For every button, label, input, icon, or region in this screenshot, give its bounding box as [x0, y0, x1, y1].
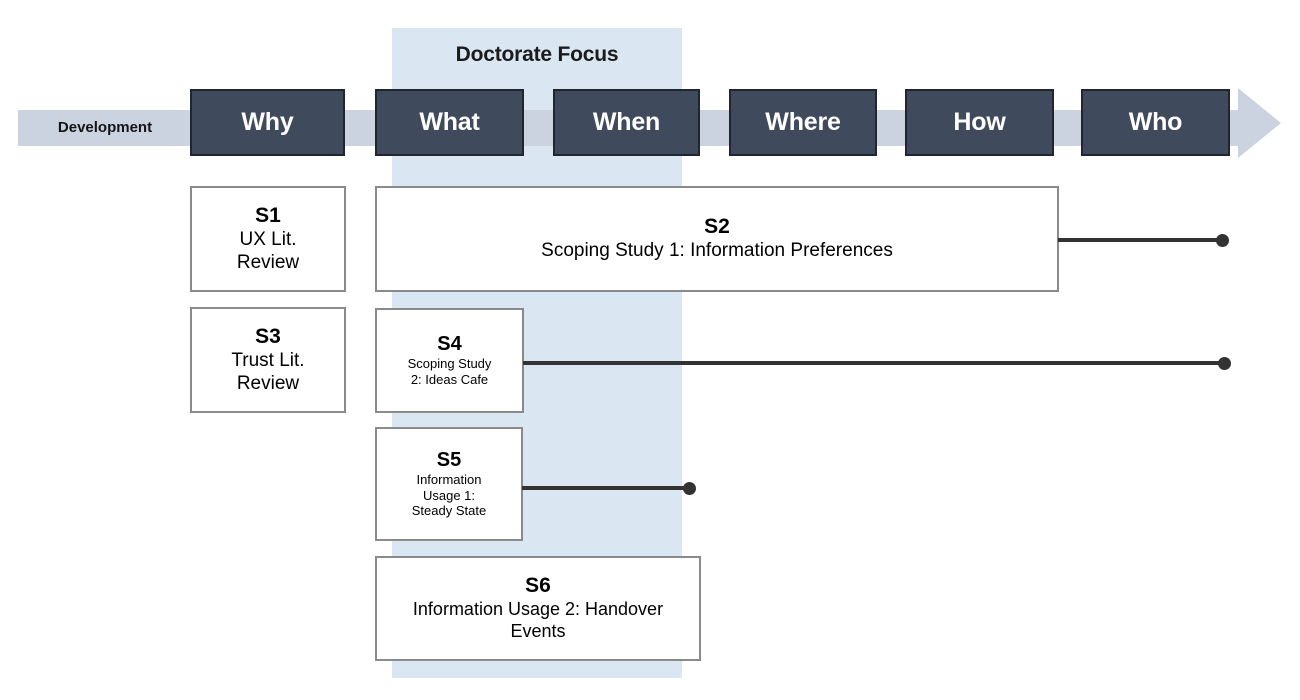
stage-box-label: Where	[765, 108, 841, 136]
study-id-label: S4	[437, 333, 462, 356]
connector-line-s5	[522, 486, 689, 490]
connector-line-s2	[1058, 238, 1222, 242]
doctorate-focus-label: Doctorate Focus	[455, 43, 619, 66]
connector-line-s4	[523, 361, 1224, 365]
study-description: Scoping Study 1: Information Preferences	[541, 240, 893, 262]
study-description: Trust Lit.Review	[231, 349, 305, 395]
development-axis-label: Development	[57, 119, 153, 136]
stage-box-who[interactable]: Who	[1081, 89, 1230, 156]
study-id-label: S1	[255, 203, 281, 227]
stage-box-what[interactable]: What	[375, 89, 524, 156]
stage-box-where[interactable]: Where	[729, 89, 877, 156]
development-arrow-head-icon	[1238, 88, 1281, 158]
study-id-label: S3	[255, 324, 281, 348]
connector-endpoint-s2	[1216, 234, 1229, 247]
stage-box-why[interactable]: Why	[190, 89, 345, 156]
stage-box-label: What	[419, 108, 480, 136]
stage-box-label: How	[953, 108, 1006, 136]
stage-box-when[interactable]: When	[553, 89, 700, 156]
stage-box-label: When	[592, 108, 661, 136]
connector-endpoint-s5	[683, 482, 696, 495]
study-id-label: S2	[704, 215, 730, 239]
study-id-label: S6	[525, 574, 551, 598]
connector-endpoint-s4	[1218, 357, 1231, 370]
stage-box-how[interactable]: How	[905, 89, 1054, 156]
study-description: UX Lit.Review	[236, 228, 300, 274]
stage-box-label: Why	[241, 108, 294, 136]
study-id-label: S5	[436, 448, 462, 471]
stage-box-label: Who	[1128, 108, 1183, 136]
